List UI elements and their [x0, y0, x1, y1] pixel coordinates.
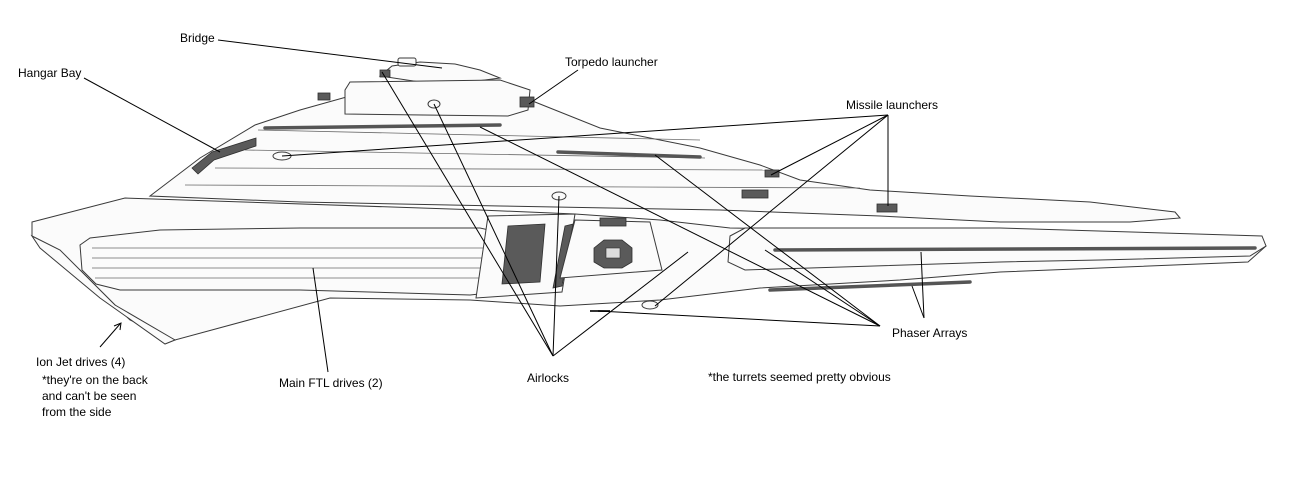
label-missile-launchers: Missile launchers: [846, 98, 938, 112]
deck-turret-left: [317, 92, 331, 101]
ion-jet-note-line-2: and can't be seen: [42, 389, 136, 403]
deck-vent-mid: [741, 189, 769, 199]
leader-airlock-1: [381, 71, 554, 357]
leader-airlock-4: [552, 251, 689, 357]
leader-phaser-1: [479, 126, 881, 327]
ion-jet-arrowhead: [113, 322, 122, 331]
deck-line-2: [244, 149, 706, 159]
ion-jet-fin: [30, 234, 177, 345]
upper-hull: [148, 85, 1182, 223]
leader-missile-3: [654, 114, 889, 307]
midship-stripe: [552, 223, 574, 289]
deck-vent-right: [764, 169, 780, 178]
central-turret-core: [605, 247, 621, 259]
hangar-bay-door: [191, 137, 257, 175]
torpedo-launcher-port: [519, 96, 535, 108]
leader-ion-jet: [99, 323, 121, 348]
leader-missile-4: [770, 114, 889, 176]
label-airlocks: Airlocks: [527, 371, 569, 385]
ion-jet-note-line-3: from the side: [42, 405, 112, 419]
label-torpedo-launcher: Torpedo launcher: [565, 55, 658, 69]
label-ion-jet-drives: Ion Jet drives (4): [36, 355, 125, 369]
forward-phaser-strip: [773, 246, 1257, 252]
labels: Bridge Hangar Bay Torpedo launcher Missi…: [18, 31, 967, 419]
leader-airlock-3: [552, 195, 560, 357]
label-hangar-bay: Hangar Bay: [18, 66, 81, 80]
deck-line-1: [257, 129, 701, 141]
leader-hangar-bay: [83, 77, 221, 153]
leader-ftl-drives: [312, 267, 329, 373]
dorsal-phaser-strip-1: [263, 123, 502, 130]
leader-phaser-5: [920, 251, 925, 319]
leader-bridge: [217, 39, 443, 69]
starship-side-view: [30, 57, 1267, 345]
leader-lines: [83, 39, 925, 373]
bridge-hatch: [379, 69, 391, 78]
missile-port-fwd: [876, 203, 898, 213]
leader-phaser-4: [597, 310, 881, 327]
turrets-note: *the turrets seemed pretty obvious: [708, 370, 891, 384]
ion-jet-note-line-1: *they're on the back: [42, 373, 149, 387]
deck-line-3: [214, 167, 771, 171]
label-main-ftl-drives: Main FTL drives (2): [279, 376, 383, 390]
leader-missile-1: [281, 114, 889, 157]
deck-line-4: [184, 184, 861, 189]
leader-phaser-3: [764, 249, 881, 327]
label-phaser-arrays: Phaser Arrays: [892, 326, 967, 340]
ventral-phaser-strip: [768, 280, 972, 292]
midship-window: [501, 223, 546, 285]
dorsal-phaser-strip-2: [556, 150, 702, 159]
leader-phaser-6: [911, 285, 925, 319]
ftl-nacelle: [79, 227, 499, 296]
label-bridge: Bridge: [180, 31, 215, 45]
leader-torpedo-launcher: [528, 69, 579, 105]
leader-phaser-2: [654, 154, 881, 327]
central-turret-mount: [599, 217, 627, 227]
leader-airlock-2: [433, 103, 554, 357]
